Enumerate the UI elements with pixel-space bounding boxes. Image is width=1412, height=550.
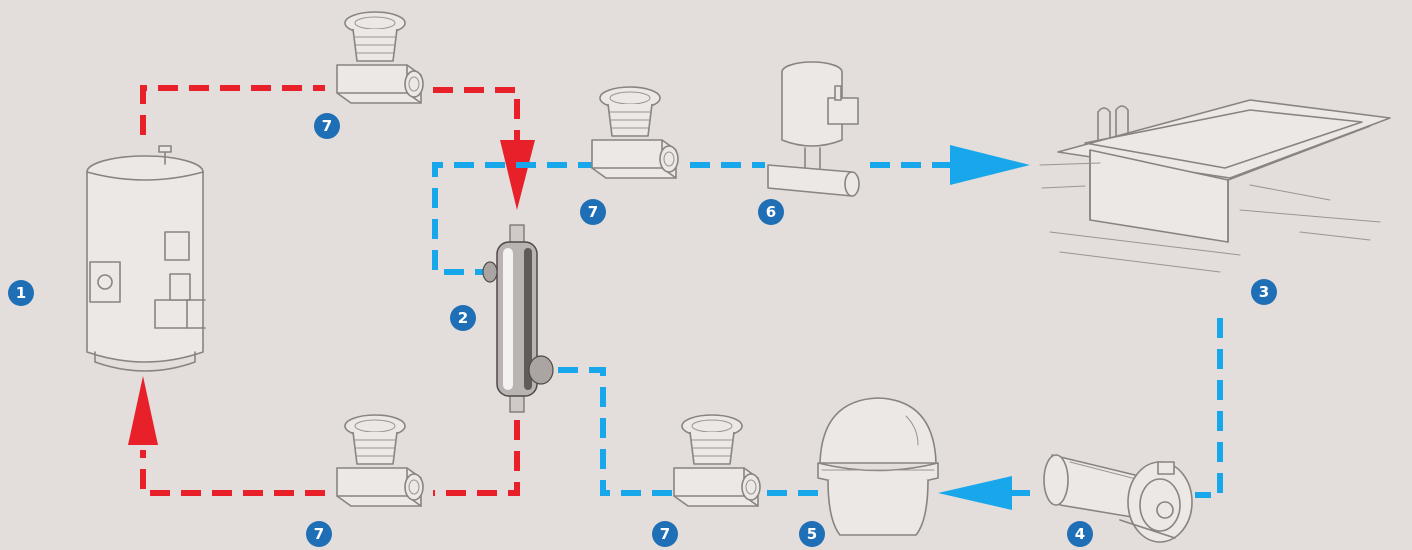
badge-label: 1 — [16, 284, 26, 302]
pool-circuit — [432, 145, 1223, 510]
badge-label: 6 — [766, 203, 776, 221]
pump-icon — [1043, 454, 1193, 543]
badge-label: 4 — [1075, 525, 1085, 543]
hot-pipe-bottom-right — [433, 420, 520, 496]
hot-pipe-top-left — [140, 85, 325, 135]
badge-label: 7 — [588, 203, 598, 221]
badge-label: 7 — [314, 525, 324, 543]
badge-heat-exchanger: 2 — [450, 305, 476, 331]
pool-pipe-return — [1195, 318, 1223, 498]
badge-valve-bottom-right: 7 — [652, 521, 678, 547]
boiler-circuit — [128, 85, 535, 496]
pool-pipe-top-left — [432, 162, 598, 275]
badge-valve-bottom-left: 7 — [306, 521, 332, 547]
badge-label: 2 — [458, 309, 468, 327]
heat-exchanger-icon — [482, 224, 554, 413]
valve-icon — [591, 86, 679, 179]
hot-flow-arrow-down — [500, 140, 535, 210]
badge-filter: 5 — [799, 521, 825, 547]
badge-pump: 4 — [1067, 521, 1093, 547]
pool-flow-arrow-left — [938, 476, 1012, 510]
sand-filter-icon — [817, 397, 939, 536]
badge-valve-middle: 7 — [580, 199, 606, 225]
badge-label: 7 — [322, 117, 332, 135]
pool-pipe-to-exchanger — [548, 367, 672, 496]
badge-swimming-pool: 3 — [1251, 279, 1277, 305]
badge-valve-top: 7 — [314, 113, 340, 139]
boiler-tank-icon — [86, 145, 206, 372]
valve-icon — [673, 414, 761, 507]
badge-label: 5 — [807, 525, 817, 543]
pool-flow-arrow-right — [950, 145, 1030, 185]
badge-label: 7 — [660, 525, 670, 543]
hot-pipe-bottom-left — [140, 450, 325, 496]
hot-pipe-top-right — [433, 87, 520, 150]
chlorinator-icon — [767, 61, 860, 197]
hot-flow-arrow-up — [128, 376, 158, 445]
badge-boiler: 1 — [8, 280, 34, 306]
badge-chlorinator: 6 — [758, 199, 784, 225]
valve-icon — [336, 414, 424, 507]
badge-label: 3 — [1259, 283, 1269, 301]
swimming-pool-icon — [1039, 99, 1391, 273]
valve-icon — [336, 11, 424, 104]
